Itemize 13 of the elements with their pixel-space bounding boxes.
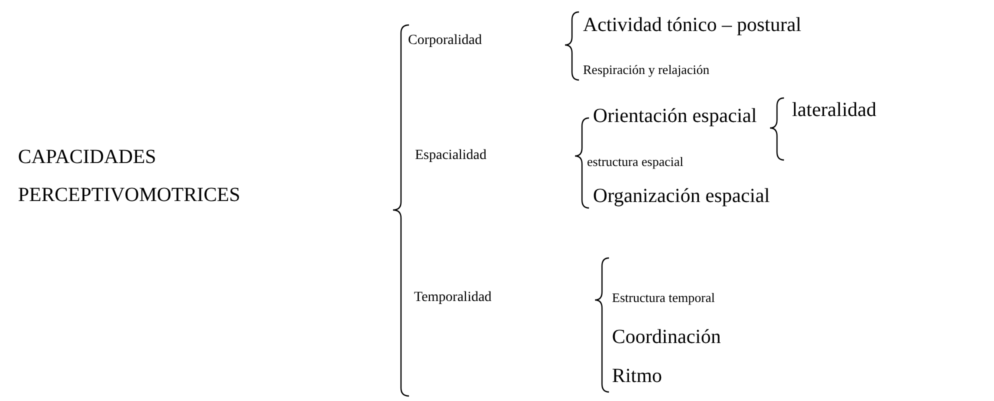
item-label: Orientación espacial	[593, 104, 757, 128]
item-label: Respiración y relajación	[583, 62, 710, 78]
category-label: Temporalidad	[414, 290, 492, 306]
item-label: Actividad tónico – postural	[583, 13, 802, 37]
item-label: Coordinación	[612, 325, 721, 349]
item-label: lateralidad	[792, 98, 876, 122]
item-label: Ritmo	[612, 364, 662, 388]
item-label: Estructura temporal	[612, 290, 715, 306]
category-label: Corporalidad	[408, 32, 482, 50]
item-label: estructura espacial	[587, 154, 684, 170]
category-label: Espacialidad	[415, 148, 487, 164]
heading: CAPACIDADES PERCEPTIVOMOTRICES	[18, 145, 242, 208]
item-label: Organización espacial	[593, 184, 770, 208]
